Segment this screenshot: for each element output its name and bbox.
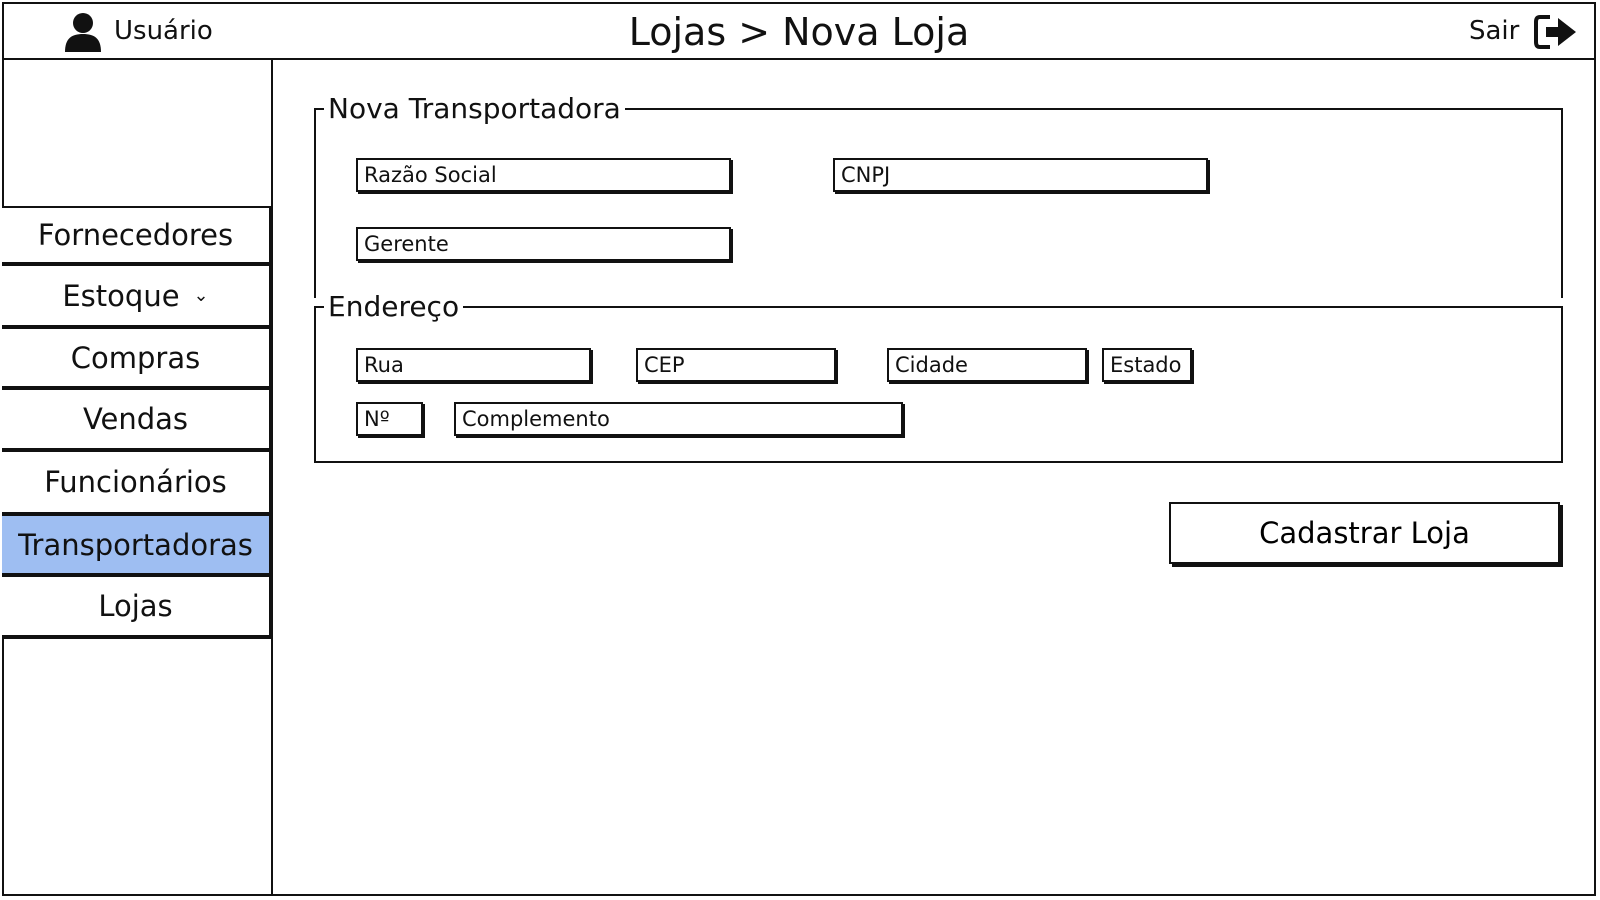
- sidebar-item-lojas[interactable]: Lojas: [2, 575, 271, 637]
- section-legend: Nova Transportadora: [328, 92, 621, 125]
- gerente-input[interactable]: [356, 227, 731, 261]
- sidebar-item-label: Lojas: [98, 589, 173, 623]
- user-icon[interactable]: [64, 12, 102, 52]
- sidebar-item-label: Funcionários: [44, 465, 227, 499]
- sidebar-item-fornecedores[interactable]: Fornecedores: [2, 206, 271, 264]
- logout-icon[interactable]: [1534, 14, 1578, 50]
- logout-label[interactable]: Sair: [1469, 16, 1520, 46]
- sidebar-item-label: Compras: [70, 340, 201, 375]
- sidebar-item-label: Estoque: [62, 278, 180, 313]
- sidebar-item-vendas[interactable]: Vendas: [2, 388, 271, 450]
- sidebar-item-estoque[interactable]: Estoque ⌄: [2, 264, 271, 327]
- sidebar-item-label: Fornecedores: [37, 218, 234, 252]
- transportadora-fieldset: Nova Transportadora: [314, 92, 1563, 298]
- user-label[interactable]: Usuário: [114, 16, 213, 46]
- sidebar: Fornecedores Estoque ⌄ Compras Vendas Fu…: [2, 60, 273, 896]
- cep-input[interactable]: [636, 348, 836, 382]
- razao-social-input[interactable]: [356, 158, 731, 192]
- rua-input[interactable]: [356, 348, 591, 382]
- top-bar: Usuário Lojas > Nova Loja Sair: [2, 2, 1596, 60]
- sidebar-item-label: Vendas: [82, 402, 189, 436]
- section-legend: Endereço: [328, 290, 460, 323]
- sidebar-item-label: Transportadoras: [18, 527, 253, 562]
- estado-input[interactable]: [1102, 348, 1192, 382]
- cadastrar-loja-button[interactable]: Cadastrar Loja: [1169, 502, 1560, 564]
- sidebar-item-compras[interactable]: Compras: [2, 327, 271, 388]
- sidebar-item-transportadoras[interactable]: Transportadoras: [2, 514, 271, 575]
- cnpj-input[interactable]: [833, 158, 1208, 192]
- sidebar-item-funcionarios[interactable]: Funcionários: [2, 450, 271, 514]
- chevron-down-icon: ⌄: [193, 285, 209, 306]
- numero-input[interactable]: [356, 402, 423, 436]
- endereco-fieldset: Endereço: [314, 290, 1563, 463]
- cidade-input[interactable]: [887, 348, 1087, 382]
- complemento-input[interactable]: [454, 402, 903, 436]
- page-title: Lojas > Nova Loja: [628, 10, 970, 54]
